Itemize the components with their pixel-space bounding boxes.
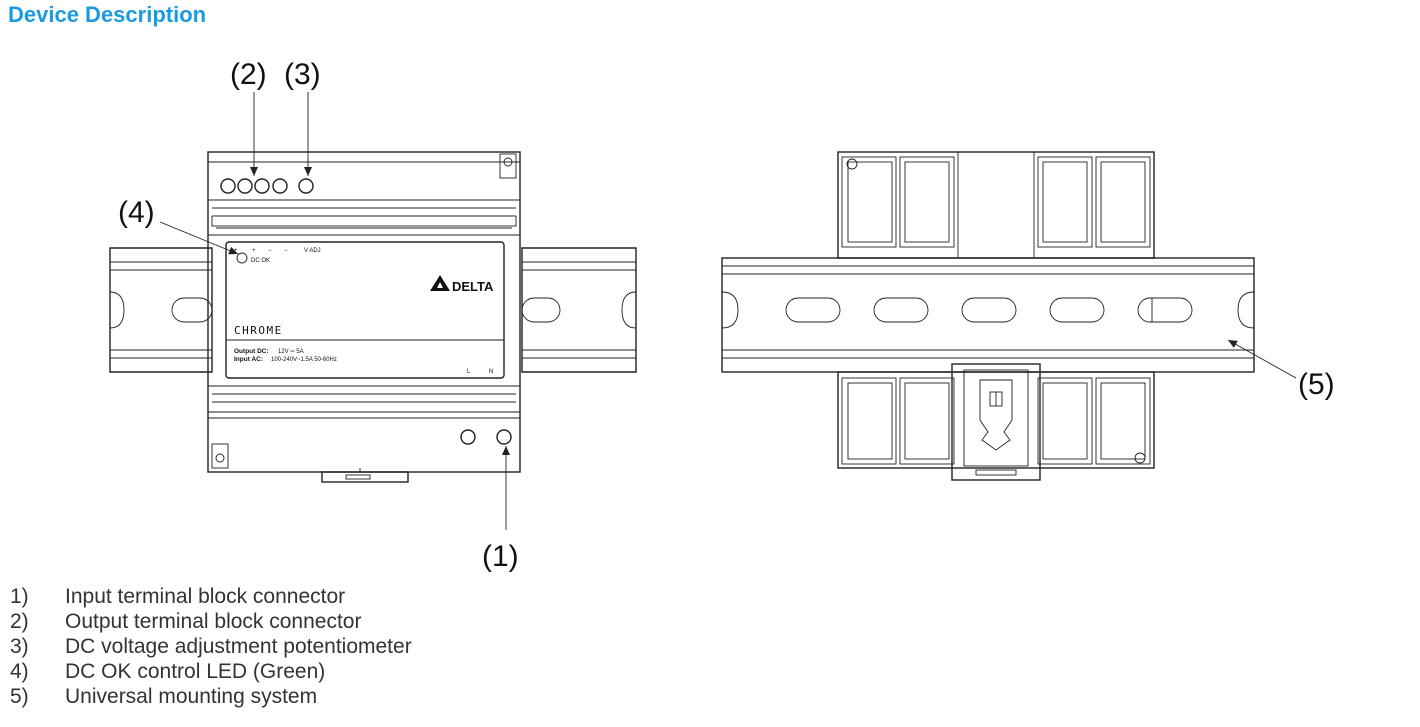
- minus-2: −: [284, 248, 288, 254]
- legend-item: 4) DC OK control LED (Green): [10, 659, 412, 684]
- dc-ok-label: DC OK: [251, 258, 270, 264]
- din-clip: [951, 363, 1041, 481]
- input-line-value: 100-240V~1.5A 50-60Hz: [271, 357, 337, 363]
- leader-4: [159, 221, 239, 255]
- output-terminal-block: [220, 178, 314, 194]
- delta-logo-icon: DELTA: [430, 275, 494, 294]
- legend-list: 1) Input terminal block connector 2) Outpu…: [10, 584, 412, 709]
- legend-text: Output terminal block connector: [65, 610, 362, 633]
- minus-1: −: [268, 248, 272, 254]
- legend-item: 1) Input terminal block connector: [10, 584, 412, 609]
- rear-view: (5): [721, 151, 1335, 481]
- callout-1: (1): [482, 540, 519, 573]
- series-name: CHROME: [234, 324, 283, 337]
- legend-number: 5): [10, 685, 29, 708]
- rear-housing-bottom: [837, 371, 1155, 469]
- legend-number: 2): [10, 610, 29, 633]
- front-view: + + − − V ADJ DC OK DELTA CHROME Output …: [109, 58, 637, 573]
- legend-text: DC voltage adjustment potentiometer: [65, 635, 412, 658]
- legend-item: 2) Output terminal block connector: [10, 609, 412, 634]
- legend-number: 4): [10, 660, 29, 683]
- legend-number: 1): [10, 585, 29, 608]
- legend-text: Universal mounting system: [65, 685, 318, 708]
- callout-2: (2): [230, 58, 267, 91]
- plus-2: +: [252, 248, 256, 254]
- housing-front: [207, 151, 521, 483]
- adj-label: V ADJ: [304, 248, 321, 254]
- legend-text: DC OK control LED (Green): [65, 660, 326, 683]
- callout-3: (3): [284, 58, 321, 91]
- rear-housing-top: [837, 151, 1155, 259]
- adjustment-potentiometer: [298, 178, 314, 194]
- callout-5: (5): [1298, 368, 1335, 401]
- legend-number: 3): [10, 635, 29, 658]
- din-rail-front: [109, 247, 637, 373]
- legend-item: 5) Universal mounting system: [10, 684, 412, 709]
- input-terminal-block: [460, 429, 512, 445]
- brand-name: DELTA: [452, 279, 494, 294]
- device-drawing: + + − − V ADJ DC OK DELTA CHROME Output …: [109, 58, 1335, 573]
- legend-item: 3) DC voltage adjustment potentiometer: [10, 634, 412, 659]
- front-label-panel: + + − − V ADJ DC OK DELTA CHROME Output …: [225, 241, 505, 379]
- terminal-l-label: L: [467, 369, 471, 375]
- output-line-value: 12V ═ 5A: [278, 349, 304, 355]
- output-line-label: Output DC:: [234, 348, 269, 355]
- din-rail-rear: [721, 257, 1255, 373]
- callout-4: (4): [118, 196, 155, 229]
- terminal-n-label: N: [489, 369, 493, 375]
- leader-5: [1227, 339, 1297, 379]
- dc-ok-led: [236, 252, 248, 264]
- input-line-label: Input AC:: [234, 356, 263, 363]
- legend-text: Input terminal block connector: [65, 585, 346, 608]
- page-title: Device Description: [8, 2, 207, 27]
